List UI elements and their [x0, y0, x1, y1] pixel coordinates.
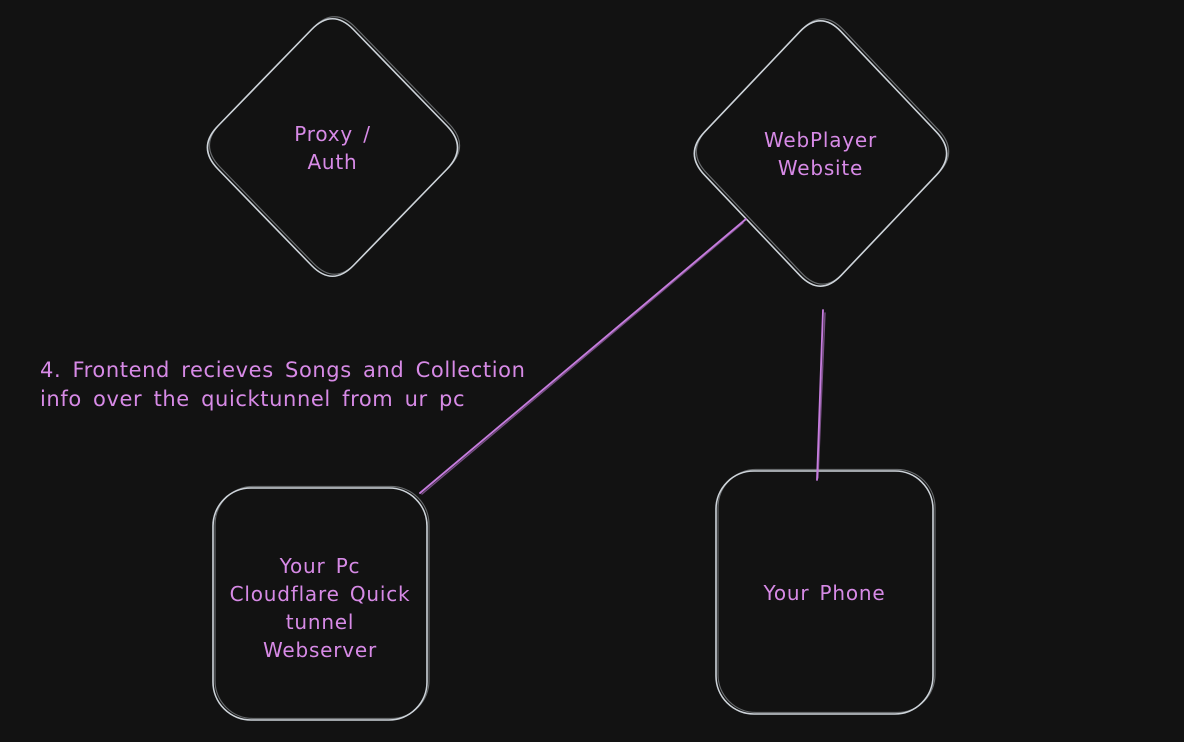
node-label-proxy-auth[interactable]: Proxy / Auth	[294, 121, 371, 174]
edge-webplayer-to-your-pc-sketch-stroke	[421, 222, 744, 495]
edge-webplayer-to-your-phone[interactable]	[816, 309, 826, 481]
node-label-your-phone[interactable]: Your Phone	[763, 580, 886, 605]
node-label-your-pc[interactable]: Your Pc Cloudflare Quick tunnel Webserve…	[229, 554, 411, 662]
edge-webplayer-to-your-pc-line[interactable]	[419, 218, 747, 494]
edge-webplayer-to-your-pc[interactable]	[419, 218, 747, 495]
node-label-webplayer-website[interactable]: WebPlayer Website	[763, 127, 878, 180]
edge-webplayer-to-your-phone-sketch-stroke	[817, 312, 826, 479]
annotation-step-4-note[interactable]: 4. Frontend recieves Songs and Collectio…	[40, 358, 526, 411]
edge-webplayer-to-your-phone-line[interactable]	[816, 309, 824, 481]
